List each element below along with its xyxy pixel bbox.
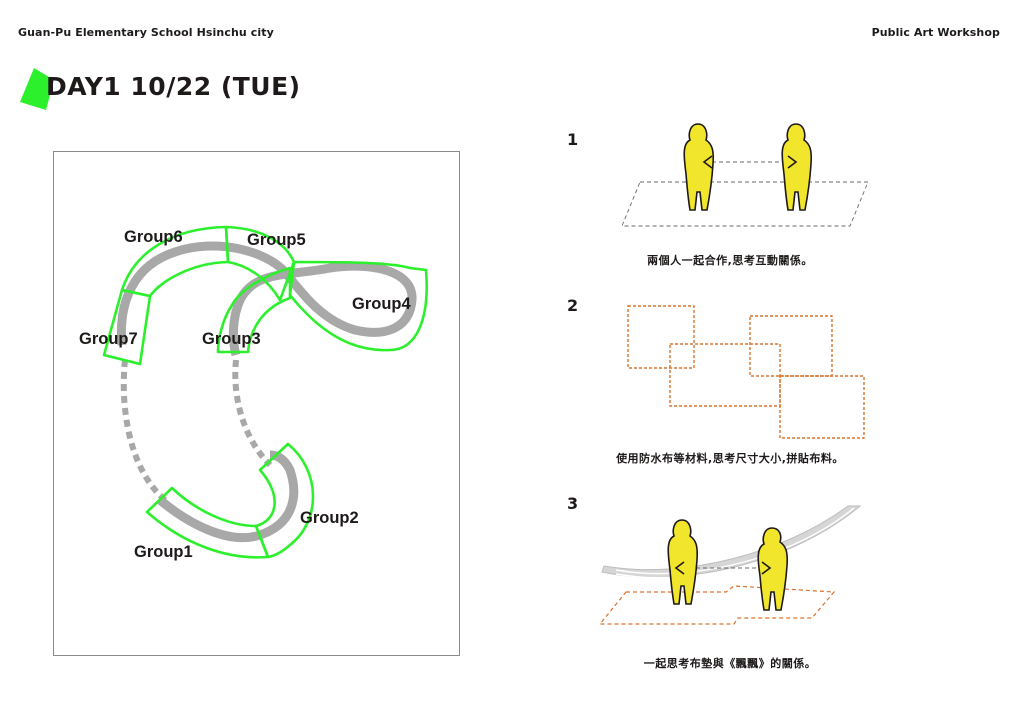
person-figure-right (781, 123, 813, 211)
step-1-number: 1 (567, 130, 579, 149)
page-title: DAY1 10/22 (TUE) (46, 72, 301, 101)
dashed-ground-plane (621, 181, 869, 227)
step-2-caption: 使用防水布等材料,思考尺寸大小,拼貼布料。 (616, 452, 844, 465)
step-3-caption: 一起思考布墊與《飄飄》的關係。 (643, 657, 817, 670)
workshop-name: Public Art Workshop (871, 26, 1000, 39)
step-2-number: 2 (567, 296, 579, 315)
person-figure-right (757, 527, 789, 611)
step-3-illustration (598, 505, 862, 625)
step-1-caption: 兩個人一起合作,思考互動關係。 (647, 254, 813, 267)
group-label-5: Group5 (247, 231, 306, 249)
group-map-diagram (53, 151, 460, 656)
fabric-piece-3 (749, 315, 833, 377)
dashed-path-inner (232, 359, 273, 468)
floating-sculpture-ribbon (601, 505, 862, 578)
fabric-piece-4 (779, 375, 865, 439)
green-leaf-icon (20, 68, 54, 110)
group-label-3: Group3 (202, 330, 261, 348)
solid-path-lower (157, 450, 299, 543)
step-3-number: 3 (567, 494, 579, 513)
group4-segment (288, 260, 428, 352)
dashed-path-left (120, 359, 167, 503)
dashed-mat-outline (598, 585, 836, 625)
group-label-6: Group6 (124, 228, 183, 246)
group-label-7: Group7 (79, 330, 138, 348)
group-label-1: Group1 (134, 543, 193, 561)
step-1-illustration (621, 123, 869, 227)
person-figure-left (683, 123, 715, 211)
fabric-piece-1 (627, 305, 695, 369)
group1-segment (145, 486, 270, 559)
fabric-piece-2 (669, 343, 781, 407)
school-name: Guan-Pu Elementary School Hsinchu city (18, 26, 274, 39)
step-2-illustration (627, 305, 865, 439)
group3-segment (216, 266, 292, 354)
group5-segment (224, 225, 296, 302)
group-label-4: Group4 (352, 295, 411, 313)
group-label-2: Group2 (300, 509, 359, 527)
group2-segment (254, 442, 315, 559)
